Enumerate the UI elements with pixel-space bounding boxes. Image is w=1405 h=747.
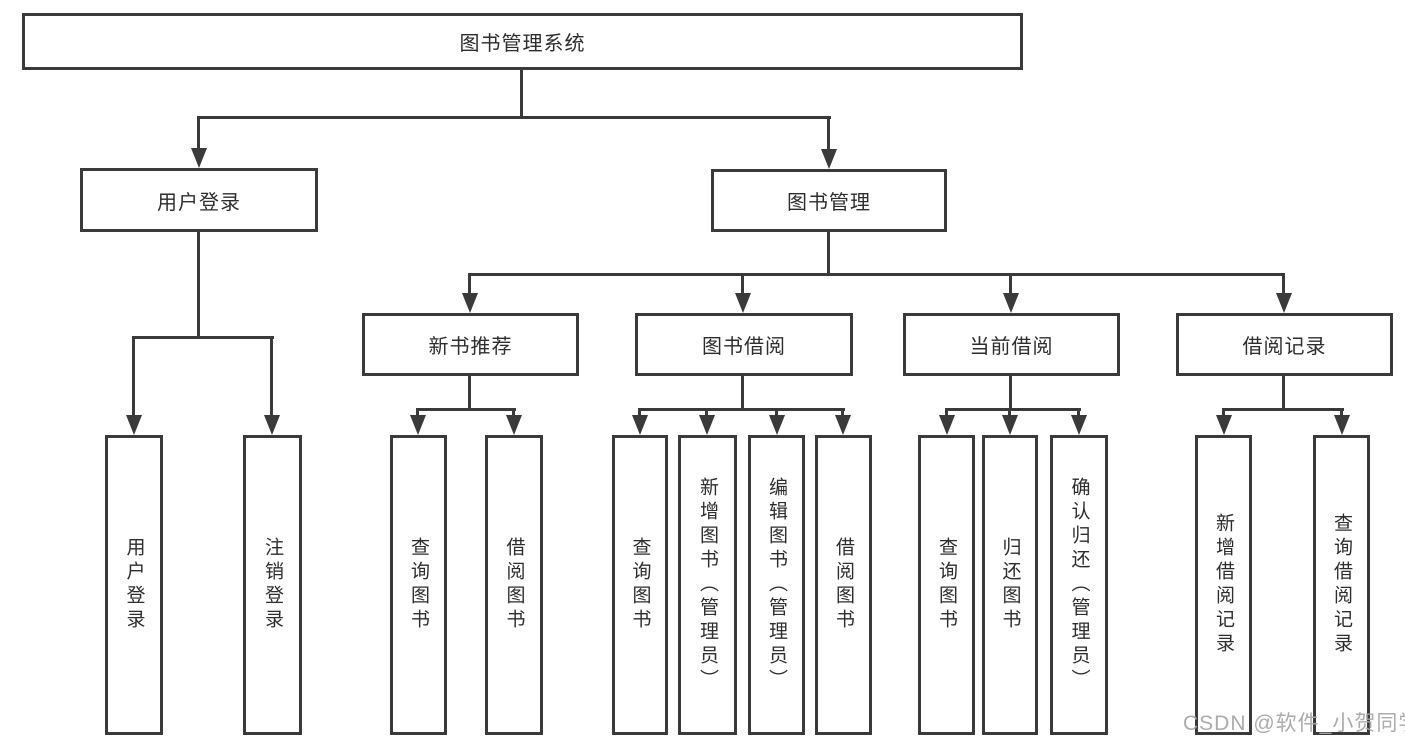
connector-line xyxy=(1222,408,1344,411)
leaf-add-book-admin-label: 新增图书（管理员） xyxy=(697,477,718,693)
arrowhead-down-icon xyxy=(126,415,142,435)
connector-line xyxy=(197,116,831,119)
connector-line xyxy=(827,116,830,151)
arrowhead-down-icon xyxy=(191,148,207,168)
leaf-query-books-3: 查询图书 xyxy=(918,435,975,735)
connector-line xyxy=(841,408,844,418)
arrowhead-down-icon xyxy=(699,415,715,435)
connector-line xyxy=(1282,273,1285,297)
arrowhead-down-icon xyxy=(632,415,648,435)
arrowhead-down-icon xyxy=(1334,415,1350,435)
leaf-borrow-books-1: 借阅图书 xyxy=(485,435,543,735)
connector-line xyxy=(775,408,778,418)
connector-line xyxy=(132,336,274,339)
arrowhead-down-icon xyxy=(735,293,751,313)
leaf-add-borrow-record-label: 新增借阅记录 xyxy=(1213,513,1234,657)
connector-line xyxy=(197,232,200,339)
leaf-confirm-return-admin-label: 确认归还（管理员） xyxy=(1068,477,1090,693)
leaf-edit-book-admin: 编辑图书（管理员） xyxy=(748,435,805,735)
node-borrowing-records: 借阅记录 xyxy=(1176,313,1393,376)
csdn-watermark: CSDN @软件_小贺同学 xyxy=(1183,712,1405,735)
leaf-edit-book-admin-label: 编辑图书（管理员） xyxy=(766,477,787,693)
arrowhead-down-icon xyxy=(835,415,851,435)
connector-line xyxy=(416,408,516,411)
leaf-return-books-label: 归还图书 xyxy=(999,537,1021,633)
connector-line xyxy=(132,336,135,416)
connector-line xyxy=(1009,273,1012,297)
arrowhead-down-icon xyxy=(769,415,785,435)
connector-line xyxy=(945,408,1081,411)
leaf-confirm-return-admin: 确认归还（管理员） xyxy=(1050,435,1108,735)
node-new-book-recommend: 新书推荐 xyxy=(362,313,579,376)
connector-line xyxy=(1222,408,1225,418)
connector-line xyxy=(827,232,830,276)
connector-line xyxy=(416,408,419,418)
connector-line xyxy=(1340,408,1343,418)
arrowhead-down-icon xyxy=(1071,415,1087,435)
leaf-user-login-label: 用户登录 xyxy=(123,537,145,633)
connector-line xyxy=(1009,376,1012,411)
node-user-login-module: 用户登录 xyxy=(80,168,318,232)
connector-line xyxy=(741,376,744,411)
leaf-query-borrow-record: 查询借阅记录 xyxy=(1313,435,1370,735)
node-library-management-system: 图书管理系统 xyxy=(22,13,1023,70)
leaf-query-books-1: 查询图书 xyxy=(390,435,447,735)
connector-line xyxy=(1077,408,1080,418)
leaf-borrow-books-2: 借阅图书 xyxy=(815,435,872,735)
connector-line xyxy=(638,408,845,411)
arrowhead-down-icon xyxy=(1216,415,1232,435)
leaf-return-books: 归还图书 xyxy=(982,435,1038,735)
connector-line xyxy=(512,408,515,418)
leaf-borrow-books-2-label: 借阅图书 xyxy=(833,537,854,633)
leaf-add-book-admin: 新增图书（管理员） xyxy=(678,435,737,735)
connector-line xyxy=(705,408,708,418)
connector-line xyxy=(741,273,744,297)
arrowhead-down-icon xyxy=(1002,415,1018,435)
arrowhead-down-icon xyxy=(264,415,280,435)
leaf-add-borrow-record: 新增借阅记录 xyxy=(1195,435,1252,735)
connector-line xyxy=(468,376,471,411)
arrowhead-down-icon xyxy=(410,415,426,435)
connector-line xyxy=(468,273,471,297)
node-book-management-module: 图书管理 xyxy=(711,169,947,232)
connector-line xyxy=(270,336,273,416)
leaf-query-books-2: 查询图书 xyxy=(612,435,668,735)
connector-line xyxy=(945,408,948,418)
node-current-borrowing: 当前借阅 xyxy=(903,313,1120,376)
arrowhead-down-icon xyxy=(939,415,955,435)
leaf-query-books-2-label: 查询图书 xyxy=(629,537,651,633)
leaf-borrow-books-1-label: 借阅图书 xyxy=(503,537,525,633)
connector-line xyxy=(468,273,1285,276)
leaf-logout-label: 注销登录 xyxy=(262,537,283,633)
arrowhead-down-icon xyxy=(821,149,837,169)
connector-line xyxy=(1282,376,1285,411)
connector-line xyxy=(520,69,523,118)
leaf-query-books-1-label: 查询图书 xyxy=(408,537,429,633)
connector-line xyxy=(197,116,200,150)
leaf-query-books-3-label: 查询图书 xyxy=(936,537,957,633)
leaf-logout: 注销登录 xyxy=(243,435,302,735)
leaf-query-borrow-record-label: 查询借阅记录 xyxy=(1331,513,1352,657)
connector-line xyxy=(1008,408,1011,418)
arrowhead-down-icon xyxy=(1276,293,1292,313)
node-book-borrowing: 图书借阅 xyxy=(635,313,853,376)
arrowhead-down-icon xyxy=(462,293,478,313)
connector-line xyxy=(638,408,641,418)
leaf-user-login: 用户登录 xyxy=(105,435,163,735)
arrowhead-down-icon xyxy=(506,415,522,435)
arrowhead-down-icon xyxy=(1003,293,1019,313)
